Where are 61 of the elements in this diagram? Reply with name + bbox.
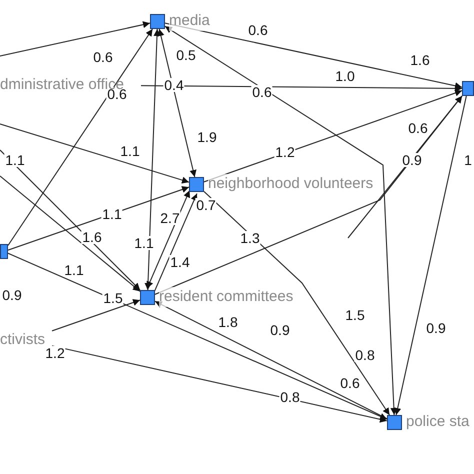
edge-label: 1.6 bbox=[81, 230, 103, 244]
weight-label: 0.7 bbox=[195, 198, 217, 212]
arrow bbox=[394, 96, 467, 416]
weight-label: 1.1 bbox=[63, 263, 85, 277]
weight-label: 0.5 bbox=[175, 48, 197, 62]
weight-label: 1.6 bbox=[409, 53, 431, 67]
arrow bbox=[154, 96, 463, 295]
weight-label: 0.9 bbox=[1, 288, 23, 302]
arrow bbox=[154, 193, 198, 292]
edge-label: 1.1 bbox=[101, 207, 123, 221]
arrow bbox=[158, 28, 196, 178]
edge-label: 1.2 bbox=[44, 346, 66, 360]
edge-label: 1.4 bbox=[169, 255, 191, 269]
arrow bbox=[0, 124, 190, 184]
weight-label: 1.3 bbox=[239, 231, 261, 245]
edge-label: 1.8 bbox=[217, 315, 239, 329]
edge-label: 0.6 bbox=[247, 23, 269, 37]
arrow bbox=[52, 299, 140, 332]
node-square bbox=[462, 81, 474, 96]
node-label: media bbox=[169, 11, 210, 31]
arrow bbox=[52, 345, 388, 423]
edge-label: 0.9 bbox=[425, 321, 447, 335]
arrow bbox=[204, 191, 390, 416]
edge-label: 1.9 bbox=[196, 130, 218, 144]
edge-label: 0.6 bbox=[407, 121, 429, 135]
arrow bbox=[140, 84, 462, 92]
node-square bbox=[0, 244, 8, 259]
edge-label: 0.6 bbox=[251, 85, 273, 99]
arrow bbox=[0, 176, 140, 292]
edge-label: 1.1 bbox=[4, 153, 26, 167]
edge-label: 2.7 bbox=[159, 211, 181, 225]
arrow bbox=[8, 252, 388, 420]
node-label: ctivists bbox=[0, 330, 45, 350]
edge-label: 0.8 bbox=[354, 348, 376, 362]
weight-label: 0.6 bbox=[339, 376, 361, 390]
arrow bbox=[8, 186, 190, 251]
weight-label: 0.8 bbox=[279, 390, 301, 404]
arrow bbox=[154, 300, 388, 420]
arrow bbox=[146, 190, 190, 289]
arrow bbox=[348, 95, 462, 238]
edge-label: 0.9 bbox=[401, 153, 423, 167]
node-label: resident committees bbox=[159, 287, 294, 307]
arrow bbox=[164, 26, 398, 416]
node-label: police sta bbox=[406, 412, 470, 432]
arrow bbox=[0, 21, 150, 56]
weight-label: 0.4 bbox=[163, 78, 185, 92]
arrow bbox=[164, 22, 462, 90]
edge-label: 1.5 bbox=[102, 291, 124, 305]
edge-label: 1.0 bbox=[334, 69, 356, 83]
edge-label: 1.1 bbox=[133, 236, 155, 250]
weight-label: 1.5 bbox=[344, 308, 366, 322]
edge-label: 1.1 bbox=[119, 144, 141, 158]
weight-label: 1 bbox=[463, 153, 473, 167]
arrow bbox=[8, 28, 153, 246]
arrow bbox=[204, 90, 462, 182]
edge-label: 1.2 bbox=[274, 145, 296, 159]
edge-label: 0.9 bbox=[269, 323, 291, 337]
arrow bbox=[0, 150, 140, 290]
arrow bbox=[144, 28, 160, 290]
edge-label: 0.6 bbox=[92, 50, 114, 64]
node-label: neighborhood volunteers bbox=[208, 174, 374, 194]
